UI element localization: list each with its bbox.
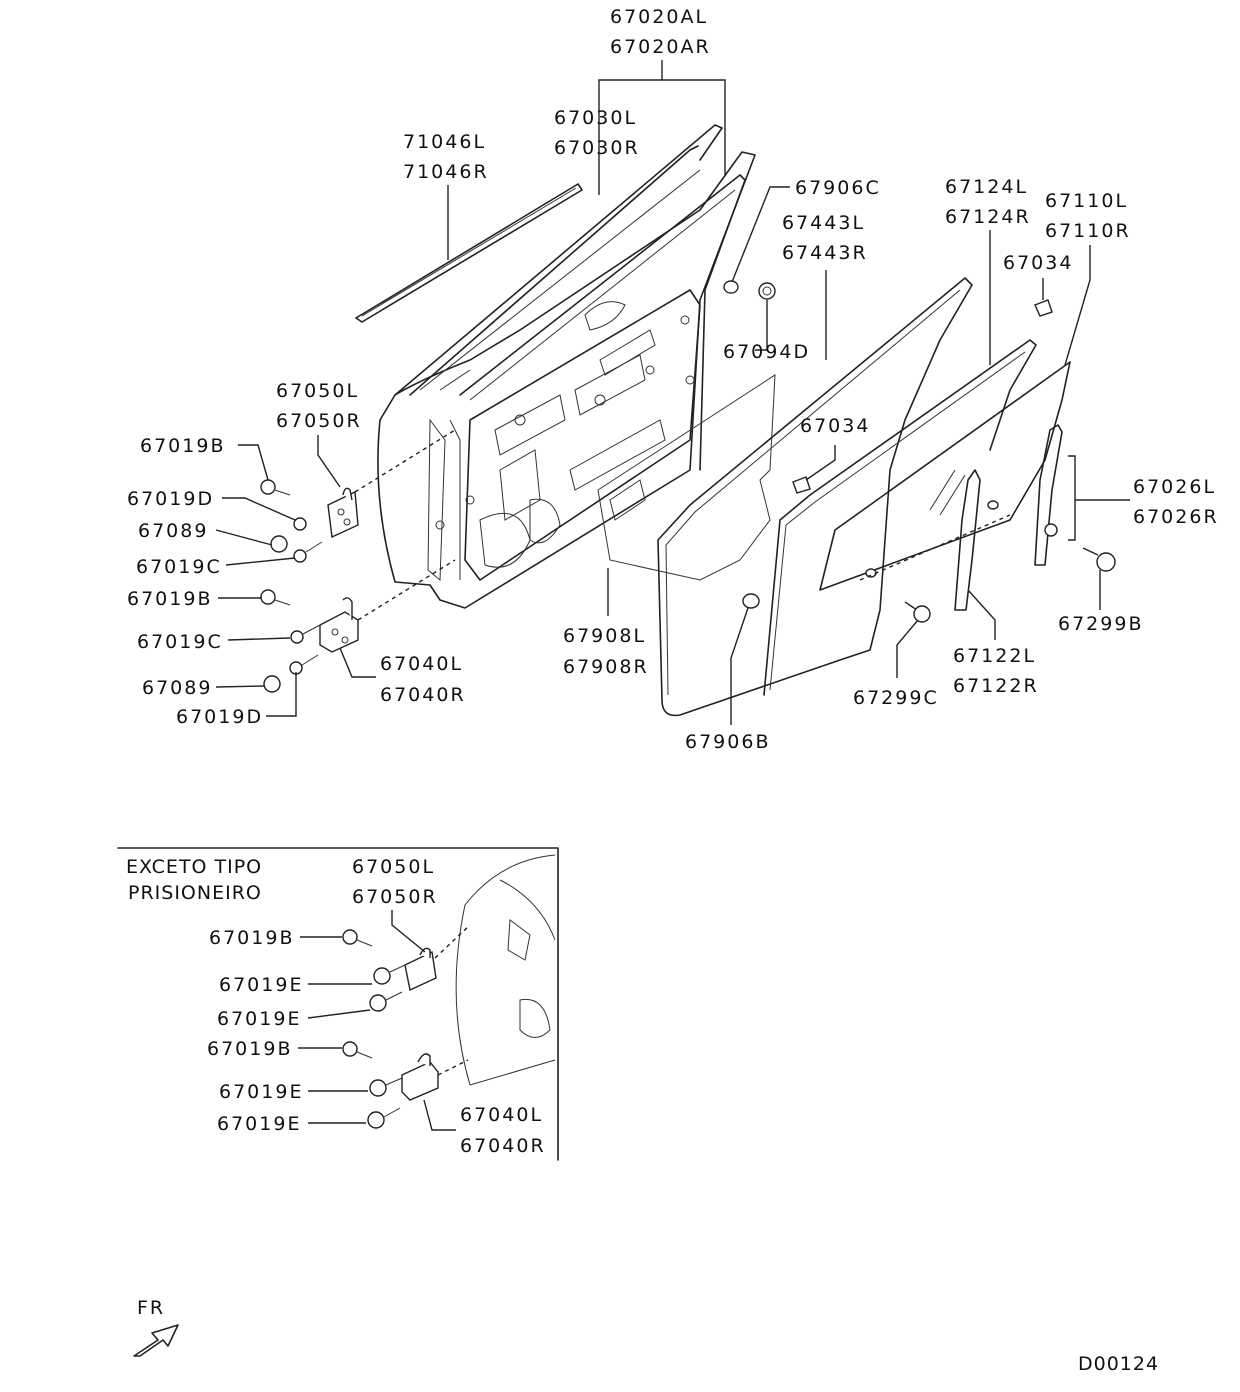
label-67089-lower: 67089: [142, 677, 212, 699]
front-door-panel: [377, 124, 756, 609]
label-67124R: 67124R: [945, 206, 1031, 228]
inset-label-67019B-upper: 67019B: [209, 927, 294, 949]
inset-label-67040R: 67040R: [460, 1135, 546, 1157]
bolt-67299B: [1082, 547, 1116, 572]
label-67299B: 67299B: [1058, 613, 1143, 635]
inset-labels: EXCETO TIPO PRISIONEIRO 67050L 67050R 67…: [126, 856, 546, 1157]
label-67020AR: 67020AR: [610, 36, 711, 58]
inset-label-67019E-2: 67019E: [217, 1008, 301, 1030]
lower-hinge: [319, 597, 359, 653]
label-67124L: 67124L: [945, 176, 1028, 198]
leader-lines: [215, 60, 1130, 1131]
label-67034-lower: 67034: [800, 415, 870, 437]
front-direction-label: FR: [137, 1297, 165, 1319]
label-67020AL: 67020AL: [610, 6, 708, 28]
window-regulator-rail: [1034, 424, 1063, 566]
inset-label-67019E-1: 67019E: [219, 974, 303, 996]
label-67019D-lower: 67019D: [176, 706, 263, 728]
inset-label-67050R: 67050R: [352, 886, 438, 908]
label-71046L: 71046L: [403, 131, 486, 153]
label-71046R: 71046R: [403, 161, 489, 183]
label-67089-upper: 67089: [138, 520, 208, 542]
door-window-glass: [819, 361, 1071, 591]
label-67110R: 67110R: [1045, 220, 1131, 242]
label-67122L: 67122L: [953, 645, 1036, 667]
inset-label-67019E-4: 67019E: [217, 1113, 301, 1135]
label-67019B-lower: 67019B: [127, 588, 212, 610]
inset-label-67040L: 67040L: [460, 1104, 543, 1126]
inset-label-67019E-3: 67019E: [219, 1081, 303, 1103]
label-67299C: 67299C: [853, 687, 939, 709]
diagram-code: D00124: [1078, 1353, 1159, 1375]
bolt-67299C: [904, 601, 931, 623]
upper-hinge: [327, 487, 359, 539]
label-67019C-upper: 67019C: [136, 556, 222, 578]
label-67110L: 67110L: [1045, 190, 1128, 212]
front-direction-arrow-icon: [133, 1324, 179, 1357]
door-sealing-cover: [597, 374, 776, 581]
glass-run-channel: [763, 339, 1037, 696]
belt-molding-strip: [355, 183, 583, 323]
door-opening-weatherstrip: [657, 277, 973, 717]
label-67908R: 67908R: [563, 656, 649, 678]
bolts-left-main: [260, 479, 323, 693]
label-67019D-upper: 67019D: [127, 488, 214, 510]
label-67026L: 67026L: [1133, 476, 1216, 498]
callout-labels: 67020AL 67020AR 67030L 67030R 71046L 710…: [127, 6, 1219, 753]
label-67050L: 67050L: [276, 380, 359, 402]
plug-67906C: [723, 280, 739, 294]
pad-67034-lower: [792, 476, 811, 494]
label-67026R: 67026R: [1133, 506, 1219, 528]
inset-label-67050L: 67050L: [352, 856, 435, 878]
label-67094D: 67094D: [723, 341, 810, 363]
label-67040L: 67040L: [380, 653, 463, 675]
label-67040R: 67040R: [380, 684, 466, 706]
label-67908L: 67908L: [563, 625, 646, 647]
glass-sash-channel: [954, 469, 981, 611]
grommet-67094D: [758, 282, 776, 300]
inset-title-line1: EXCETO TIPO: [126, 856, 262, 878]
label-67906C: 67906C: [795, 177, 881, 199]
label-67034-upper: 67034: [1003, 252, 1073, 274]
label-67122R: 67122R: [953, 675, 1039, 697]
label-67906B: 67906B: [685, 731, 770, 753]
label-67443R: 67443R: [782, 242, 868, 264]
plug-67906B: [742, 593, 760, 609]
label-67030R: 67030R: [554, 137, 640, 159]
label-67443L: 67443L: [782, 212, 865, 234]
label-67019C-lower: 67019C: [137, 631, 223, 653]
inset-box: [117, 847, 559, 1161]
label-67050R: 67050R: [276, 410, 362, 432]
pad-67034-upper: [1034, 299, 1053, 317]
inset-title-line2: PRISIONEIRO: [128, 882, 262, 904]
label-67019B-upper: 67019B: [140, 435, 225, 457]
label-67030L: 67030L: [554, 107, 637, 129]
inset-label-67019B-lower: 67019B: [207, 1038, 292, 1060]
